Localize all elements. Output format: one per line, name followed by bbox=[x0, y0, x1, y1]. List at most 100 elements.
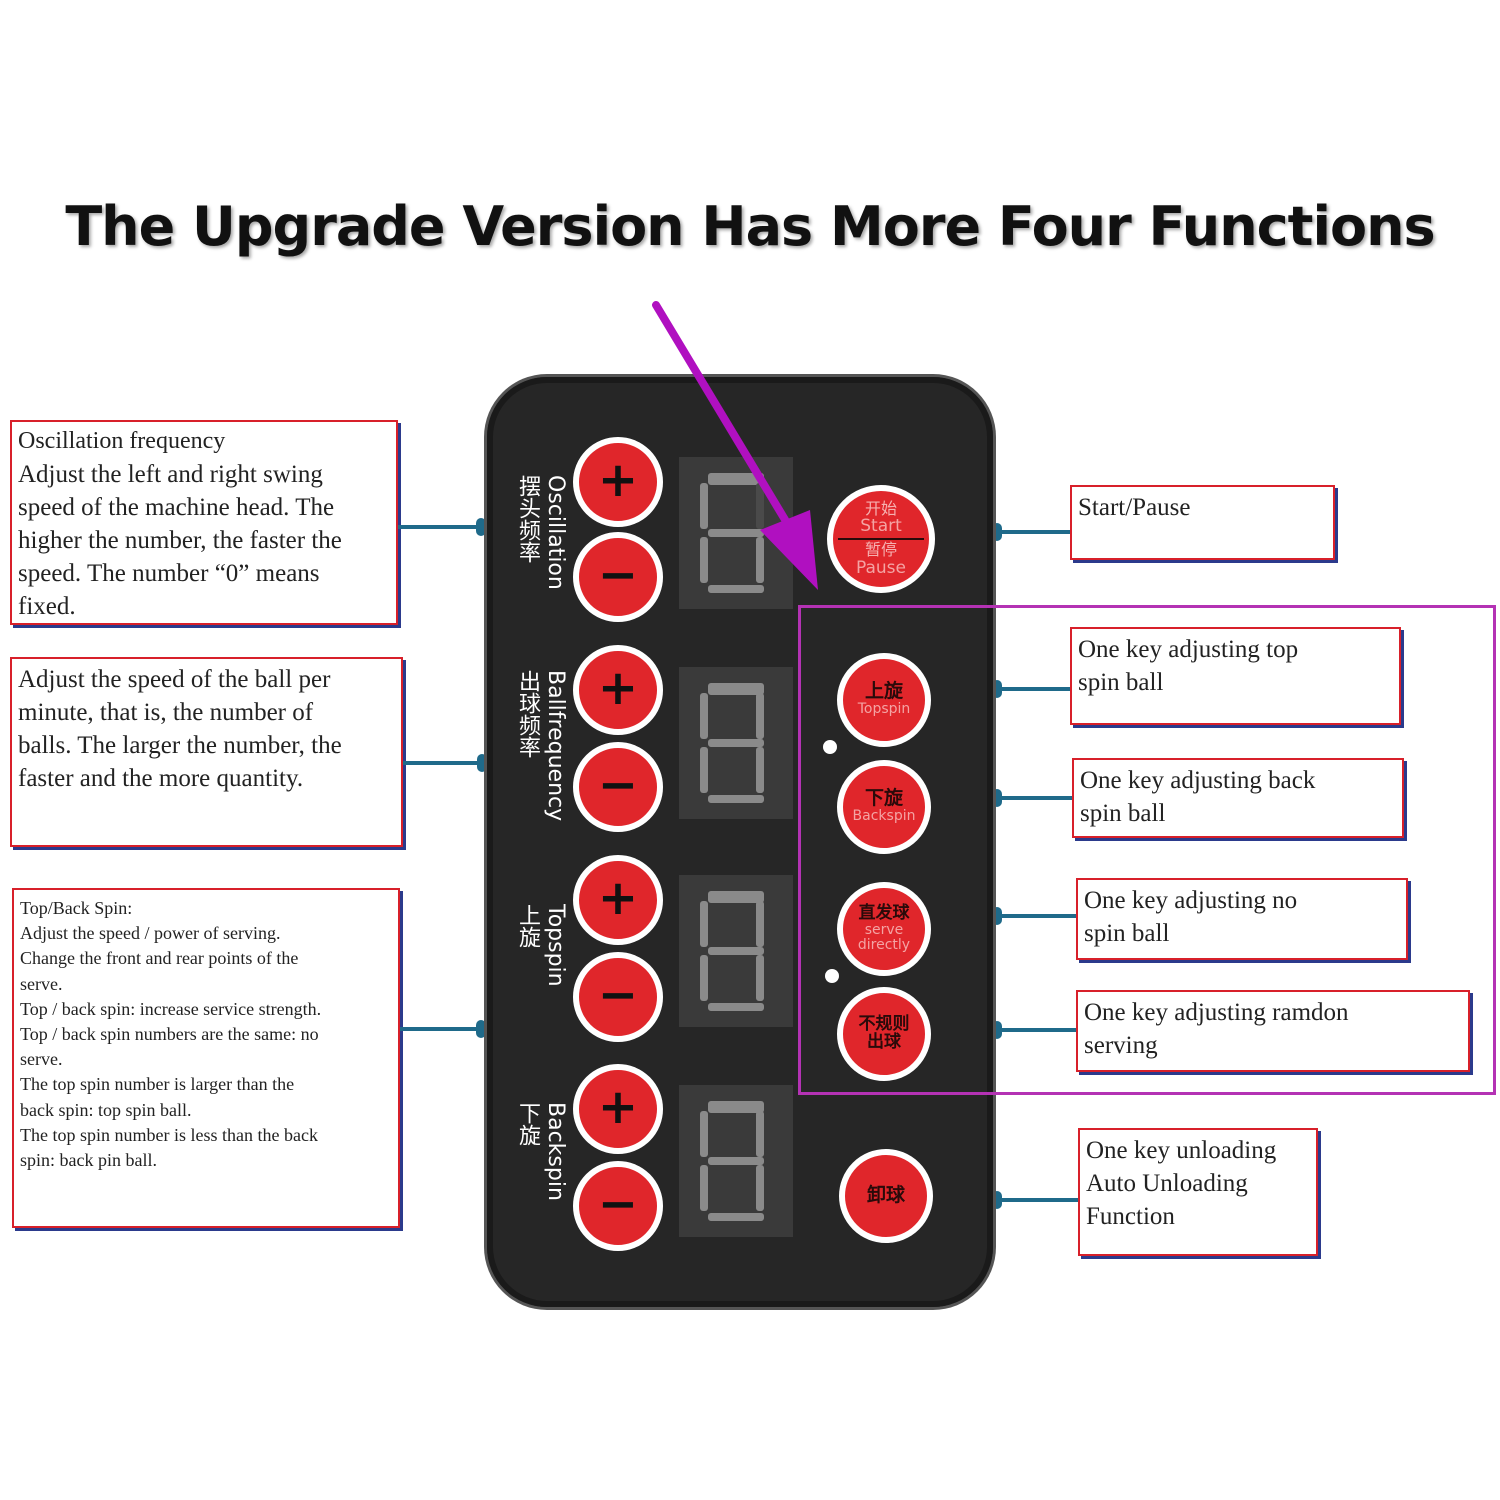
serve-directly-button[interactable]: 直发球 serve directly bbox=[837, 882, 931, 976]
segment-b bbox=[756, 901, 764, 947]
topspin-en: Topspin bbox=[857, 701, 911, 718]
oscillation-plus-button[interactable]: + bbox=[573, 437, 663, 527]
segment-a bbox=[708, 891, 764, 903]
callout-line: higher the number, the faster the bbox=[18, 526, 342, 554]
oscillation-label: Oscillation 摆头频率 bbox=[511, 475, 568, 590]
random-serve-button[interactable]: 不规则 出球 bbox=[837, 987, 931, 1081]
label-en: Backspin bbox=[543, 1102, 568, 1201]
callout-line: One key adjusting no bbox=[1084, 887, 1298, 914]
callout-line: faster and the more quantity. bbox=[18, 765, 304, 792]
directly-en: directly bbox=[857, 936, 911, 953]
label-en: Oscillation bbox=[543, 475, 568, 590]
backspin-callout: One key adjusting back spin ball bbox=[1072, 758, 1404, 838]
plus-icon: + bbox=[597, 1079, 639, 1135]
pause-en: Pause bbox=[856, 557, 906, 578]
segment-d bbox=[708, 1213, 764, 1221]
callout-line: Adjust the speed of the ball per bbox=[18, 666, 331, 693]
start-en: Start bbox=[860, 516, 902, 537]
random-zh-1: 不规则 bbox=[858, 1014, 910, 1035]
backspin-plus-button[interactable]: + bbox=[573, 1064, 663, 1154]
oscillation-minus-button[interactable]: − bbox=[573, 532, 663, 622]
segment-a bbox=[708, 683, 764, 695]
oscillation-callout: Oscillation frequency Adjust the left an… bbox=[10, 420, 398, 625]
connector-spin bbox=[400, 1020, 486, 1038]
segment-d bbox=[708, 585, 764, 593]
ballfreq-minus-button[interactable]: − bbox=[573, 742, 663, 832]
connector-topspin bbox=[992, 680, 1070, 698]
segment-e bbox=[700, 955, 708, 1001]
seven-segment-digit bbox=[700, 891, 764, 1011]
segment-a bbox=[708, 473, 764, 485]
segment-e bbox=[700, 747, 708, 793]
minus-icon: − bbox=[597, 547, 639, 603]
new-functions-frame bbox=[798, 605, 1496, 1095]
callout-line: The top spin number is less than the bac… bbox=[20, 1124, 318, 1145]
segment-b bbox=[756, 693, 764, 739]
connector-nospin bbox=[992, 907, 1076, 925]
segment-a bbox=[708, 1101, 764, 1113]
ballfreq-display bbox=[679, 667, 793, 819]
callout-line: minute, that is, the number of bbox=[18, 699, 314, 726]
label-zh: 摆头频率 bbox=[515, 475, 540, 563]
callout-line: spin ball bbox=[1080, 800, 1166, 827]
callout-line: Start/Pause bbox=[1078, 494, 1191, 521]
indicator-led bbox=[823, 740, 837, 754]
unload-callout: One key unloading Auto Unloading Functio… bbox=[1078, 1128, 1318, 1256]
callout-line: balls. The larger the number, the bbox=[18, 732, 342, 759]
backspin-minus-button[interactable]: − bbox=[573, 1161, 663, 1251]
segment-c bbox=[756, 1165, 764, 1211]
callout-line: Change the front and rear points of the bbox=[20, 948, 299, 969]
callout-line: back spin: top spin ball. bbox=[20, 1099, 192, 1120]
connector-unload bbox=[992, 1191, 1078, 1209]
topspin-zh: 上旋 bbox=[864, 680, 903, 703]
headline: The Upgrade Version Has More Four Functi… bbox=[65, 195, 1435, 258]
segment-e bbox=[700, 537, 708, 583]
label-zh: 出球频率 bbox=[515, 670, 540, 758]
callout-line: speed. The number “0” means bbox=[18, 559, 320, 587]
segment-f bbox=[700, 693, 708, 739]
backspin-zh: 下旋 bbox=[864, 787, 903, 810]
callout-line: spin ball bbox=[1084, 920, 1170, 947]
start-callout: Start/Pause bbox=[1070, 485, 1335, 560]
ballfreq-plus-button[interactable]: + bbox=[573, 645, 663, 735]
topspin-plus-button[interactable]: + bbox=[573, 855, 663, 945]
spin-callout: Top/Back Spin: Adjust the speed / power … bbox=[12, 888, 400, 1228]
unload-zh: 卸球 bbox=[866, 1184, 905, 1207]
segment-d bbox=[708, 1003, 764, 1011]
label-zh: 上旋 bbox=[515, 904, 540, 948]
segment-f bbox=[700, 1111, 708, 1157]
segment-b bbox=[756, 1111, 764, 1157]
segment-c bbox=[756, 747, 764, 793]
serve-zh: 直发球 bbox=[858, 902, 910, 923]
start-pause-button[interactable]: 开始 Start 暂停 Pause bbox=[827, 485, 935, 593]
callout-line: spin ball bbox=[1078, 669, 1164, 696]
connector-ballfreq bbox=[403, 754, 487, 772]
minus-icon: − bbox=[597, 757, 639, 813]
callout-line: serving bbox=[1084, 1032, 1158, 1059]
segment-f bbox=[700, 483, 708, 529]
serve-en: serve bbox=[864, 921, 904, 938]
callout-line: Adjust the speed / power of serving. bbox=[20, 923, 281, 944]
topspin-minus-button[interactable]: − bbox=[573, 952, 663, 1042]
callout-line: serve. bbox=[20, 973, 63, 994]
label-zh: 下旋 bbox=[515, 1102, 540, 1146]
seven-segment-digit bbox=[700, 473, 764, 593]
topspin-button[interactable]: 上旋 Topspin bbox=[837, 653, 931, 747]
indicator-led bbox=[825, 969, 839, 983]
callout-line: serve. bbox=[20, 1049, 63, 1070]
callout-line: One key unloading bbox=[1086, 1137, 1277, 1164]
plus-icon: + bbox=[597, 452, 639, 508]
start-divider bbox=[837, 538, 925, 540]
topspin-display bbox=[679, 875, 793, 1027]
backspin-button[interactable]: 下旋 Backspin bbox=[837, 760, 931, 854]
callout-line: speed of the machine head. The bbox=[18, 493, 335, 521]
label-en: Ballfrequency bbox=[543, 670, 568, 822]
connector-random bbox=[992, 1021, 1076, 1039]
unload-button[interactable]: 卸球 bbox=[839, 1149, 933, 1243]
topspin-callout: One key adjusting top spin ball bbox=[1070, 627, 1401, 725]
segment-f bbox=[700, 901, 708, 947]
segment-g bbox=[708, 529, 764, 537]
connector-oscillation bbox=[398, 518, 486, 536]
segment-g bbox=[708, 1157, 764, 1165]
